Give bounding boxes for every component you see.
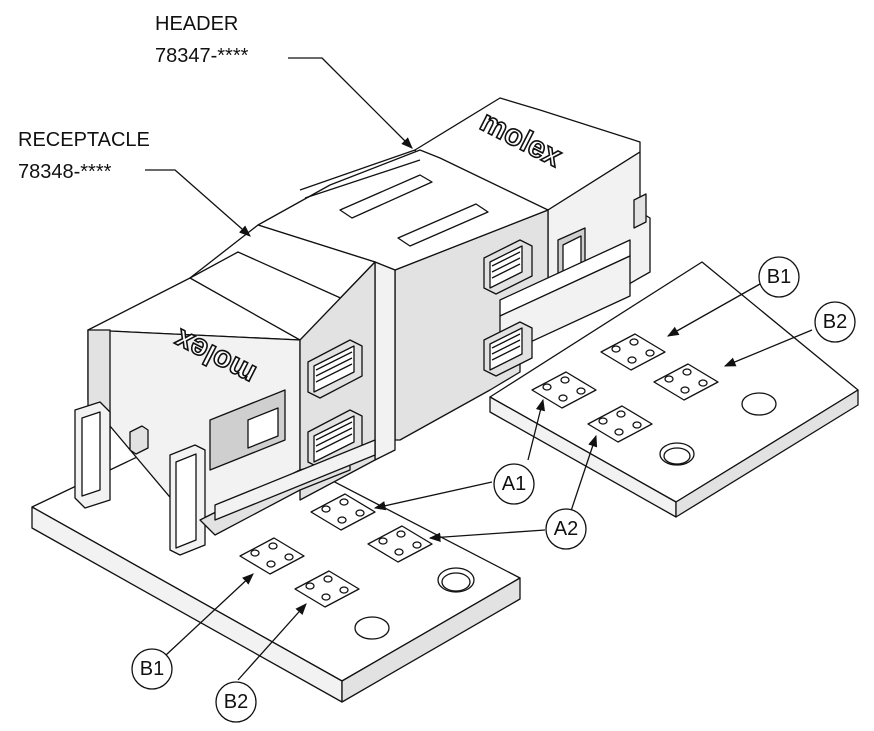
- mating-section: [257, 149, 549, 461]
- receptacle-title-label: RECEPTACLE: [18, 129, 150, 151]
- callout-b2-right: B2: [814, 301, 856, 343]
- leader-lines: [145, 57, 813, 681]
- callout-b2-left: B2: [215, 681, 257, 723]
- svg-text:B2: B2: [823, 311, 847, 333]
- svg-text:B1: B1: [140, 658, 164, 680]
- svg-text:A2: A2: [554, 518, 578, 540]
- mounting-hole: [659, 442, 695, 466]
- callout-b1-left: B1: [131, 648, 173, 690]
- mounting-hole: [354, 616, 390, 640]
- header-connector: molex: [394, 97, 651, 441]
- receptacle-connector: molex: [74, 224, 376, 556]
- header-title-label: HEADER: [155, 13, 238, 35]
- svg-text:A1: A1: [502, 473, 526, 495]
- left-pcb: [31, 419, 521, 703]
- svg-text:B2: B2: [224, 691, 248, 713]
- callout-a1: A1: [493, 463, 535, 505]
- mounting-hole: [437, 567, 475, 593]
- mounting-hole: [741, 392, 777, 416]
- receptacle-part-label: 78348-****: [18, 161, 112, 183]
- callout-a2: A2: [545, 508, 587, 550]
- svg-text:B1: B1: [767, 266, 791, 288]
- right-pcb: [489, 261, 859, 518]
- callout-b1-right: B1: [758, 256, 800, 298]
- header-part-label: 78347-****: [155, 45, 249, 67]
